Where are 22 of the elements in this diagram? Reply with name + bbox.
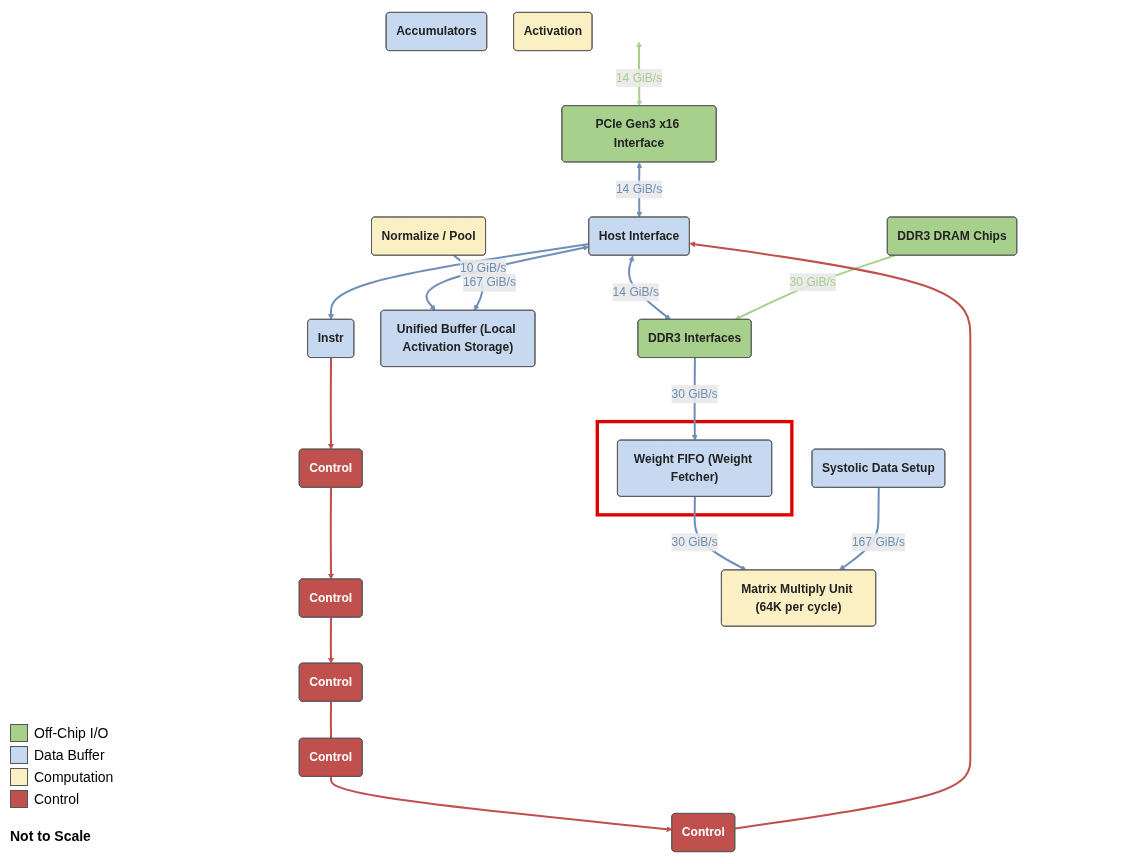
edge-label: 30 GiB/s	[671, 535, 718, 549]
legend-label: Off-Chip I/O	[34, 725, 109, 741]
edge-label: 14 GiB/s	[615, 182, 663, 196]
arrow	[328, 487, 334, 580]
edge-label: 30 GiB/s	[789, 275, 836, 289]
arrow	[328, 617, 334, 664]
legend-label: Control	[34, 791, 80, 807]
edge-label: 167 GiB/s	[851, 535, 905, 549]
arrow	[734, 254, 896, 320]
note: Not to Scale	[10, 828, 92, 844]
edge-label: 14 GiB/s	[612, 285, 659, 299]
arrow	[328, 357, 334, 450]
arrow	[328, 243, 590, 320]
cluster	[595, 419, 794, 517]
legend-label: Data Buffer	[34, 747, 105, 763]
edge-label: 10 GiB/s	[460, 261, 507, 275]
legend-label: Computation	[34, 769, 114, 785]
edge-label: 30 GiB/s	[671, 387, 718, 401]
edge-label: 14 GiB/s	[615, 71, 663, 85]
edge-label: 167 GiB/s	[462, 275, 516, 290]
connector	[329, 701, 333, 739]
arrow	[330, 776, 673, 833]
